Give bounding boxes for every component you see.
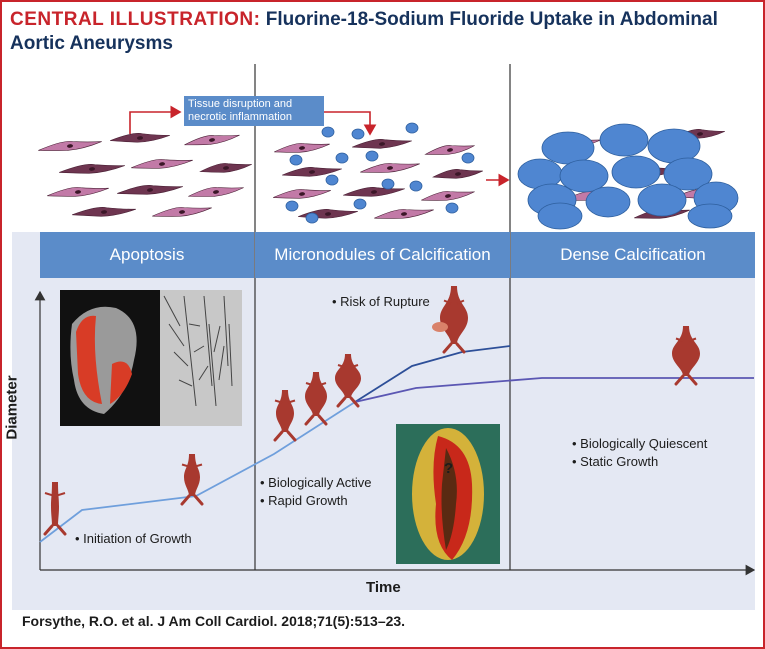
illustration-title: CENTRAL ILLUSTRATION: Fluorine-18-Sodium… [10, 8, 758, 56]
smooth-muscle-cell-icon [352, 139, 412, 149]
note-static-growth: • Static Growth [572, 454, 659, 469]
calcification-nodule-icon [335, 152, 349, 164]
arrow-icon [318, 111, 377, 136]
pet-ct-thrombus [441, 448, 457, 550]
question-mark: ? [444, 460, 454, 477]
title-text: Fluorine-18-Sodium Fluoride Uptake in Ab… [10, 9, 718, 54]
stage-header-apoptosis: Apoptosis [40, 232, 254, 278]
smooth-muscle-cell-icon [47, 187, 109, 197]
calcification-nodule-icon [353, 198, 367, 210]
calcification-nodule-icon [305, 212, 319, 224]
micro-ct-texture [188, 323, 201, 327]
micro-ct-image [160, 290, 242, 426]
smooth-muscle-cell-icon [117, 185, 183, 195]
smooth-muscle-cell-icon [273, 189, 331, 199]
note-rapid-growth: • Rapid Growth [260, 493, 348, 508]
diagram-panel: Apoptosis Micronodules of Calcification … [12, 64, 755, 610]
smooth-muscle-cell-icon [343, 187, 405, 197]
calcification-nodule-icon [637, 183, 687, 217]
calcification-nodule-icon [409, 180, 423, 192]
arrow-icon [129, 105, 182, 134]
aorta-icon [180, 454, 204, 506]
micro-ct-texture [218, 345, 225, 381]
rupture-splash [432, 322, 448, 332]
calcification-nodule-icon [611, 155, 661, 189]
aorta-icon [273, 390, 297, 442]
stage-label-dense: Dense Calcification [560, 245, 706, 264]
smooth-muscle-cell-icon [360, 163, 420, 173]
aorta-icon [304, 372, 328, 426]
calcification-nodule-icon [381, 178, 395, 190]
smooth-muscle-cell-icon [184, 134, 240, 146]
smooth-muscle-cell-icon [72, 207, 136, 217]
smooth-muscle-cell-icon [188, 187, 244, 197]
smooth-muscle-cell-icon [199, 163, 252, 173]
calcification-nodule-icon [405, 122, 419, 134]
calcification-nodule-icon [461, 152, 475, 164]
calcification-nodule-icon [351, 128, 365, 140]
x-axis-label: Time [366, 579, 401, 596]
note-risk-of-rupture: • Risk of Rupture [332, 294, 430, 309]
tissue-disruption-callout: Tissue disruption and necrotic inflammat… [184, 96, 324, 126]
smooth-muscle-cell-icon [432, 169, 483, 179]
stage-header-micronodules: Micronodules of Calcification [255, 232, 510, 278]
smooth-muscle-cell-icon [131, 159, 193, 169]
smooth-muscle-cell-icon [421, 191, 475, 201]
micro-ct-texture [198, 365, 209, 381]
smooth-muscle-cell-icon [374, 209, 434, 219]
micro-ct-texture [208, 323, 217, 407]
calcification-nodule-icon [445, 202, 459, 214]
aorta-icon [672, 326, 700, 386]
calcification-nodule-icon [599, 123, 649, 157]
calcification-nodule-icon [687, 203, 733, 229]
note-initiation-of-growth: • Initiation of Growth [75, 531, 192, 546]
micro-ct-texture [168, 323, 185, 347]
pet-uptake-region [110, 361, 132, 404]
smooth-muscle-cell-icon [424, 145, 475, 155]
title-lead: CENTRAL ILLUSTRATION: [10, 9, 261, 30]
micro-ct-texture [228, 323, 233, 387]
smooth-muscle-cell-icon [59, 164, 125, 174]
micro-ct-texture [163, 295, 181, 327]
micro-ct-texture [223, 295, 229, 367]
calcification-nodule-icon [325, 174, 339, 186]
calcification-nodule-icon [321, 126, 335, 138]
micro-ct-texture [178, 379, 193, 387]
calcification-nodule-icon [537, 202, 583, 230]
y-axis-label: Diameter [3, 375, 21, 440]
note-biologically-active: • Biologically Active [260, 475, 372, 490]
citation: Forsythe, R.O. et al. J Am Coll Cardiol.… [22, 613, 406, 629]
growth-curve-static [354, 377, 754, 403]
micro-ct-texture [193, 345, 205, 353]
stage-label-micronodules: Micronodules of Calcification [274, 245, 491, 264]
smooth-muscle-cell-icon [110, 133, 170, 143]
stage-label-apoptosis: Apoptosis [109, 245, 185, 264]
micro-ct-texture [183, 295, 197, 407]
stage-header-dense: Dense Calcification [511, 232, 755, 278]
aorta-icon [440, 286, 468, 354]
note-biologically-quiescent: • Biologically Quiescent [572, 436, 708, 451]
micro-ct-texture [213, 325, 221, 353]
calcification-nodule-icon [541, 131, 595, 165]
pet-uptake-region [76, 315, 102, 404]
smooth-muscle-cell-icon [274, 143, 330, 153]
micro-ct-texture [173, 351, 189, 367]
growth-curve-rapid [354, 345, 511, 403]
aorta-icon [335, 354, 361, 408]
micro-ct-texture [203, 295, 213, 387]
calcification-nodule-icon [585, 186, 631, 218]
smooth-muscle-cell-icon [38, 141, 102, 151]
smooth-muscle-cell-icon [152, 207, 212, 217]
calcification-nodule-icon [559, 159, 609, 193]
calcification-nodule-icon [663, 157, 713, 191]
aorta-icon [43, 482, 67, 536]
calcification-nodule-icon [285, 200, 299, 212]
calcification-nodule-icon [365, 150, 379, 162]
diagram-graphics [34, 64, 755, 576]
smooth-muscle-cell-icon [282, 167, 342, 177]
calcification-nodule-icon [289, 154, 303, 166]
